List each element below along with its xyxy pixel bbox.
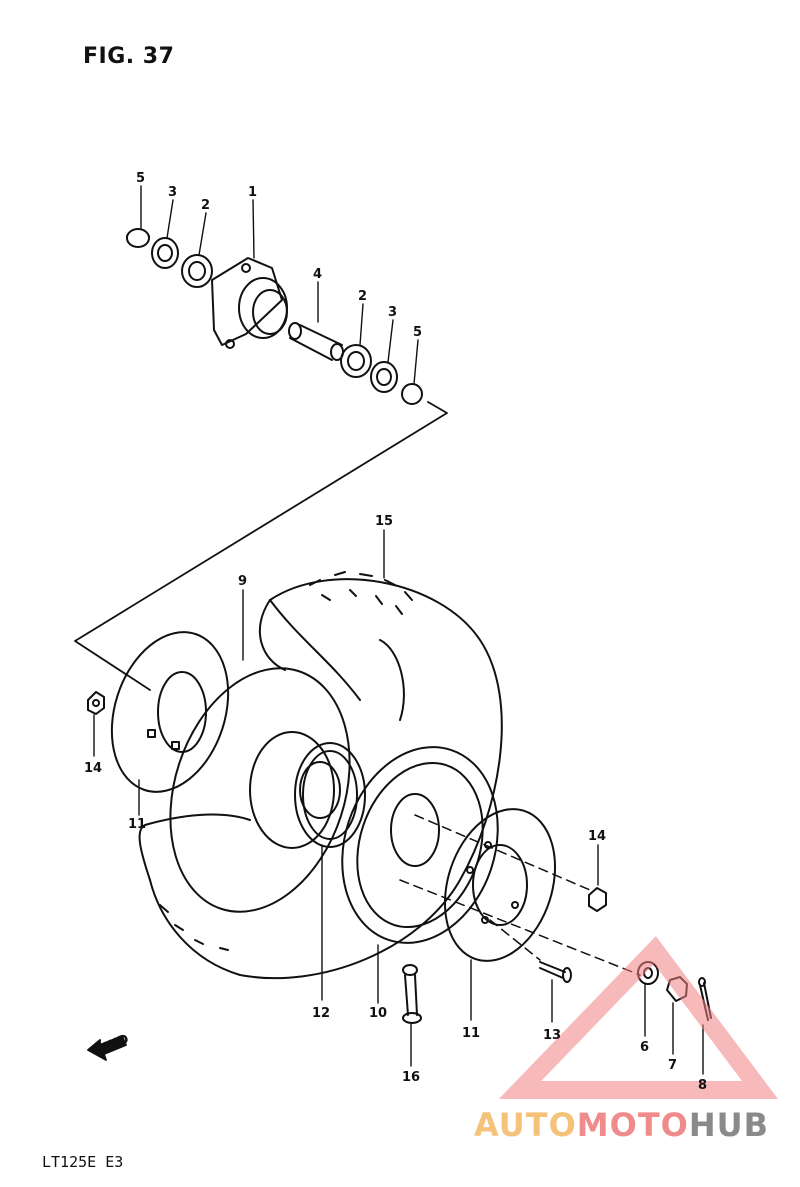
valve-stem (402, 964, 422, 1024)
seal-left (151, 237, 179, 269)
seal-right (370, 361, 398, 393)
disc-plate-left (110, 631, 230, 793)
assembly-leader (74, 401, 448, 691)
callout-13: 13 (543, 1028, 561, 1043)
bearing-left (181, 254, 213, 288)
callout-4: 4 (313, 267, 322, 282)
callout-2: 2 (201, 198, 210, 213)
spacer-tube (288, 322, 344, 361)
callout-9: 9 (238, 574, 247, 589)
collar-left (126, 228, 150, 248)
callout-5: 5 (136, 171, 145, 186)
leader-lines (93, 185, 704, 1075)
figure-title: FIG. 37 (83, 44, 175, 69)
fwd-arrow-icon (87, 1035, 127, 1061)
bolt (539, 961, 572, 983)
hub-body (211, 257, 288, 349)
dashed-guides (399, 814, 641, 976)
bearing-right (340, 344, 372, 378)
fwd-label: FWD (94, 1032, 131, 1059)
callout-15: 15 (375, 514, 393, 529)
callout-11: 11 (128, 817, 146, 832)
callout-12: 12 (312, 1006, 330, 1021)
callout-10: 10 (369, 1006, 387, 1021)
callout-14: 14 (588, 829, 606, 844)
model-label: LT125E E3 (42, 1153, 124, 1171)
tire (138, 571, 503, 980)
callout-16: 16 (402, 1070, 420, 1085)
callout-3: 3 (388, 305, 397, 320)
callout-11: 11 (462, 1026, 480, 1041)
watermark-logo-icon (498, 936, 778, 1099)
rim-half (341, 746, 499, 944)
callout-8: 8 (698, 1078, 707, 1093)
nut-left (87, 691, 105, 715)
inner-ring (294, 742, 366, 848)
callout-7: 7 (668, 1058, 677, 1073)
callout-3: 3 (168, 185, 177, 200)
hub-assembly (126, 228, 423, 405)
collar-right (401, 383, 423, 405)
nut-right (588, 887, 607, 912)
watermark-text: AUTOMOTOHUB (474, 1106, 770, 1144)
wheel-rim (169, 667, 351, 913)
callout-5: 5 (413, 325, 422, 340)
disc-plate-right (443, 808, 557, 962)
callout-14: 14 (84, 761, 102, 776)
callout-1: 1 (248, 185, 257, 200)
callout-6: 6 (640, 1040, 649, 1055)
callout-2: 2 (358, 289, 367, 304)
